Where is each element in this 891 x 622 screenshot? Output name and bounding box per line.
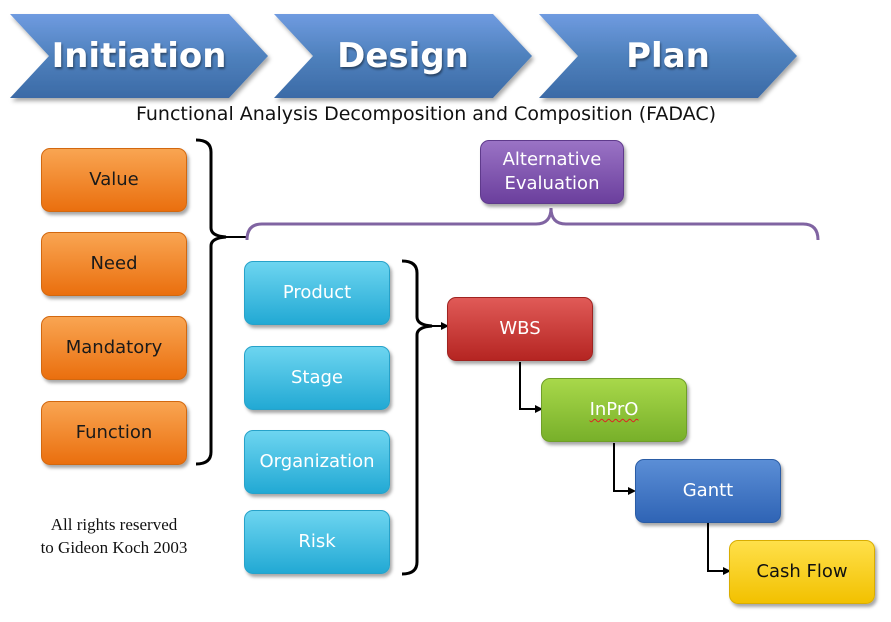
phase-design-label: Design xyxy=(337,36,469,76)
middle-bracket xyxy=(401,259,433,576)
alternative-evaluation-box: Alternative Evaluation xyxy=(480,140,624,204)
need-box: Need xyxy=(41,232,187,296)
wbs-box: WBS xyxy=(447,297,593,361)
left-bracket xyxy=(195,138,227,466)
chevron-design xyxy=(274,14,532,98)
diagram-subtitle: Functional Analysis Decomposition and Co… xyxy=(135,103,716,125)
organization-box: Organization xyxy=(244,430,390,494)
cash-flow-box: Cash Flow xyxy=(729,540,875,604)
copyright-notice: All rights reserved to Gideon Koch 2003 xyxy=(40,515,188,557)
stage-box: Stage xyxy=(244,346,390,410)
product-box: Product xyxy=(244,261,390,325)
gantt-box: Gantt xyxy=(635,459,781,523)
risk-box: Risk xyxy=(244,510,390,574)
phase-plan-label: Plan xyxy=(626,36,710,76)
inpro-label: InPrO xyxy=(589,398,639,420)
arrow-inpro-to-gantt xyxy=(613,443,636,495)
chevron-plan xyxy=(539,14,797,98)
chevron-initiation xyxy=(10,14,268,98)
purple-bracket xyxy=(245,207,820,241)
inpro-box: InPrO xyxy=(541,378,687,442)
arrow-gantt-to-cashflow xyxy=(707,523,731,575)
function-box: Function xyxy=(41,401,187,465)
mandatory-box: Mandatory xyxy=(41,316,187,380)
arrow-wbs-to-inpro xyxy=(519,362,543,413)
value-box: Value xyxy=(41,148,187,212)
phase-initiation-label: Initiation xyxy=(51,36,227,76)
